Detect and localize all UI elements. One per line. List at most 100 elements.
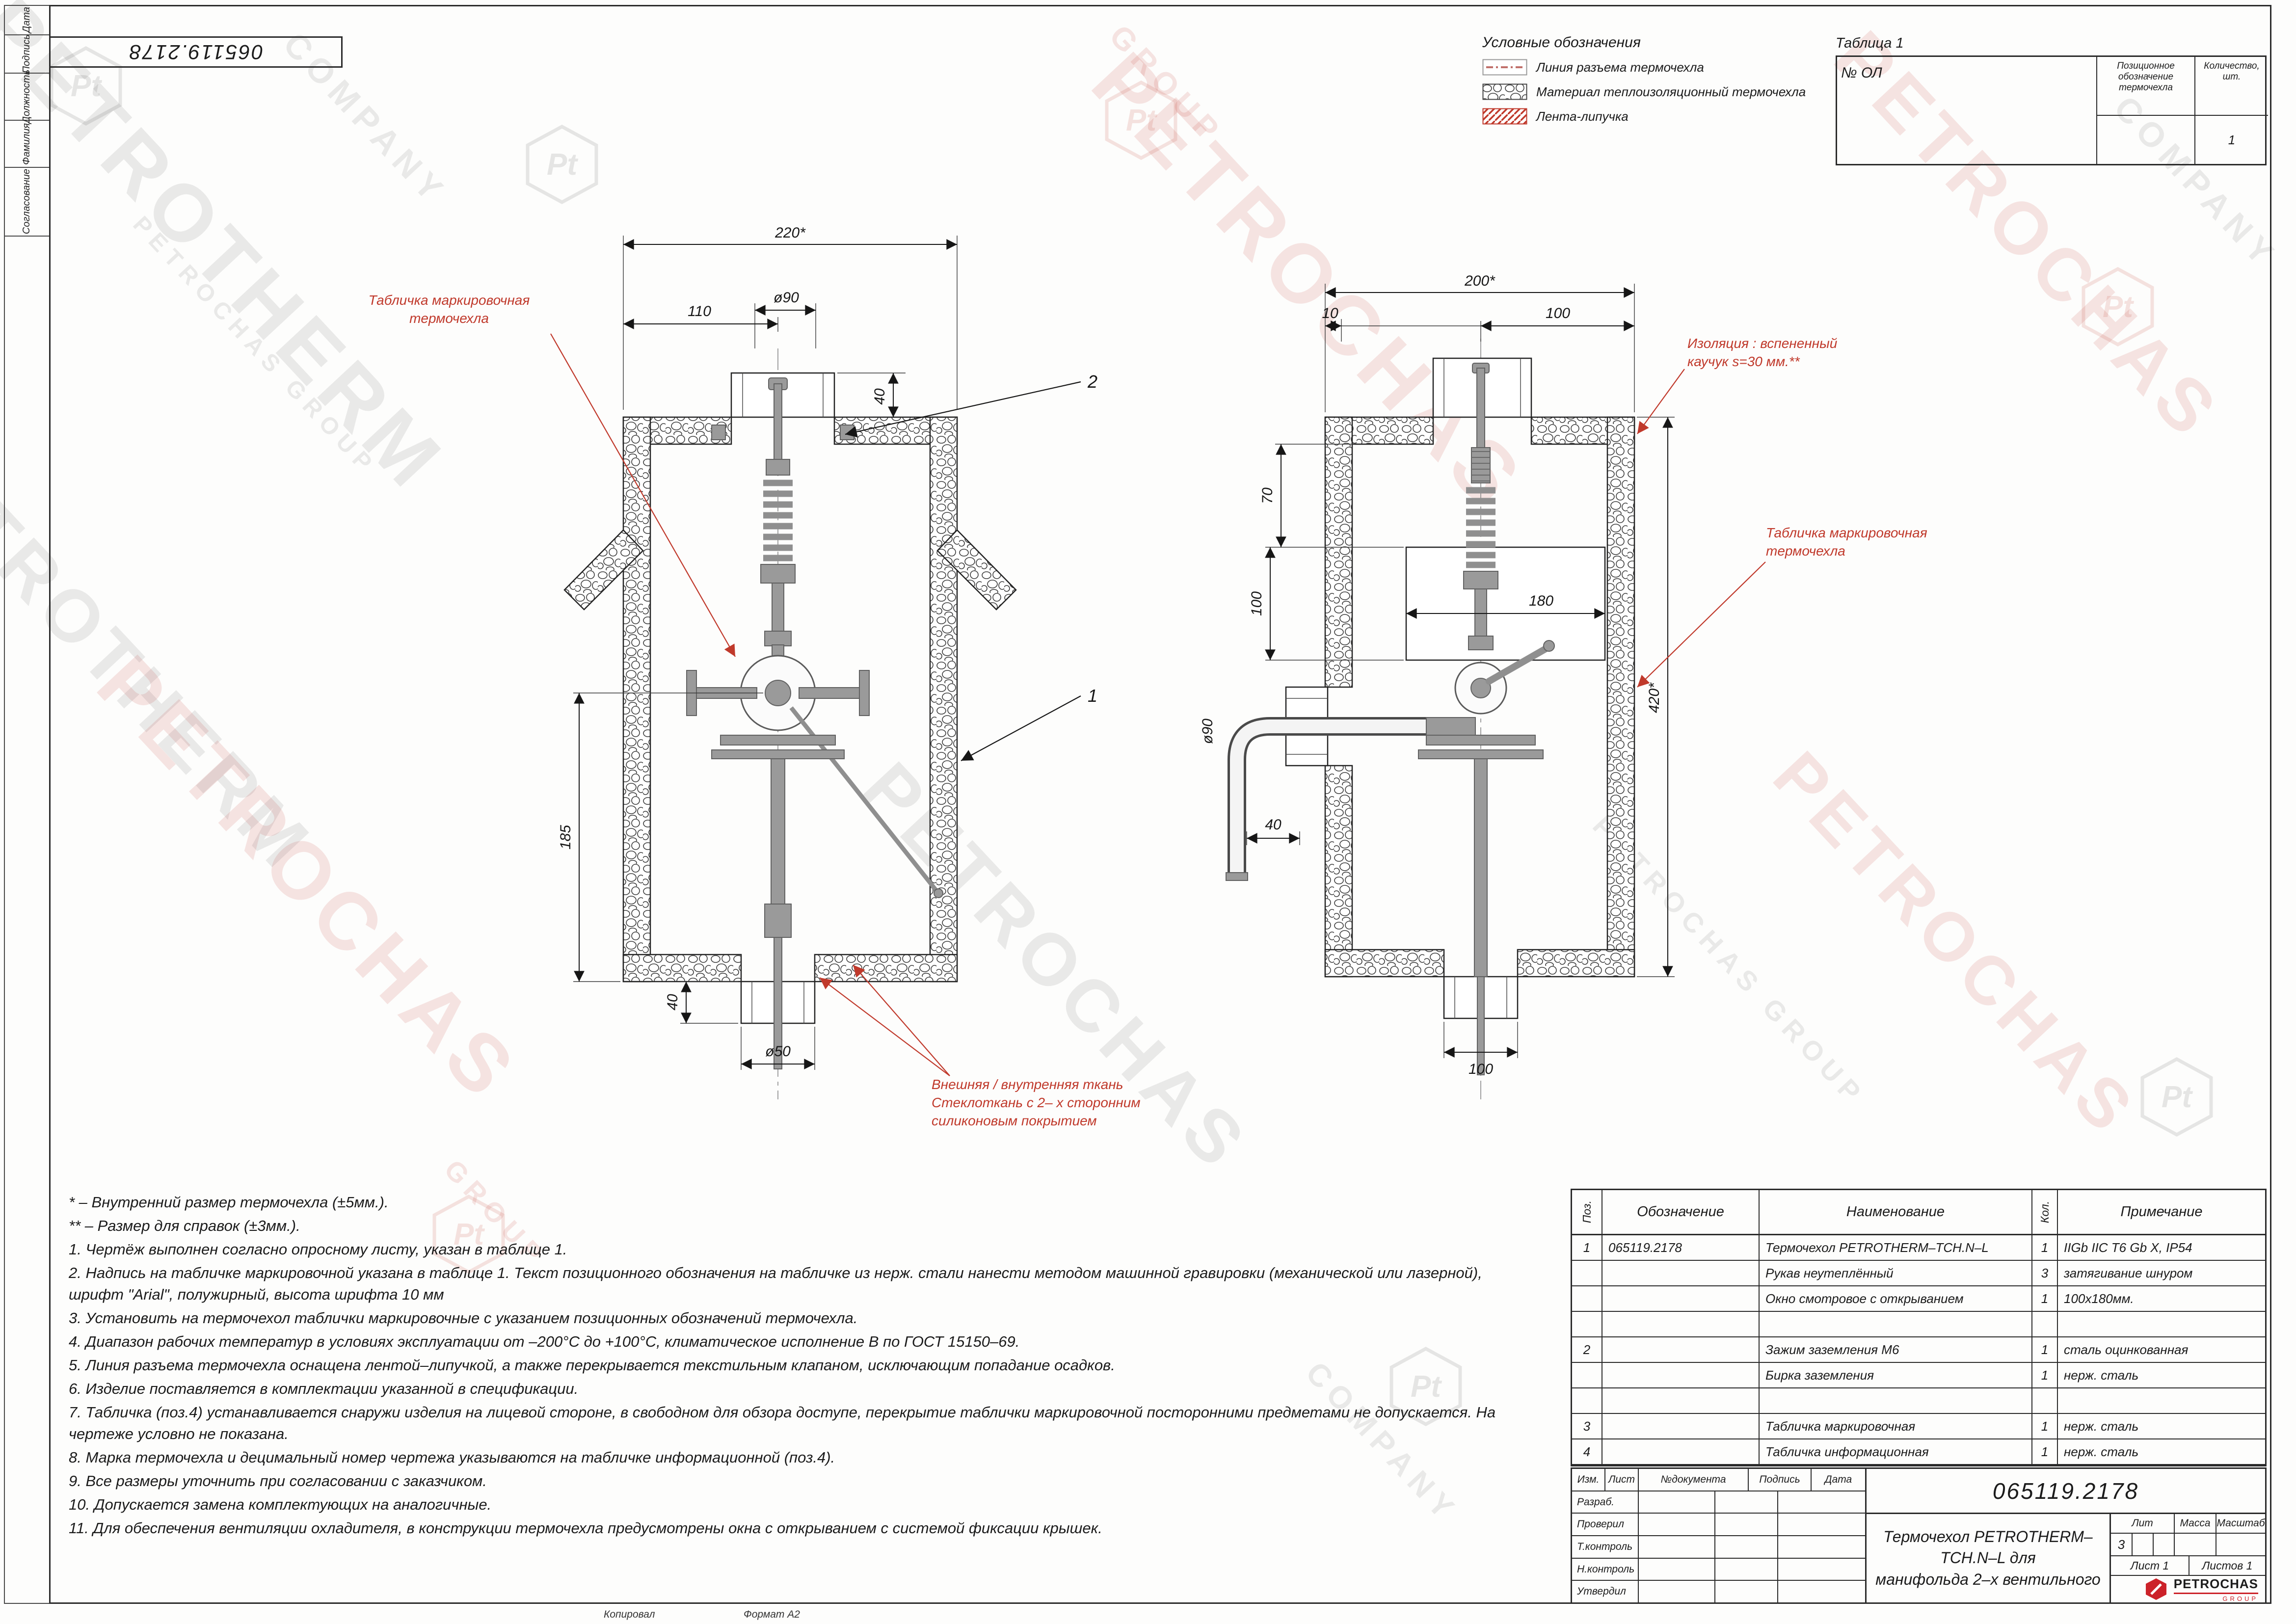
legend-item-seam-line: Линия разъема термочехла: [1482, 59, 1826, 76]
legend-item-velcro: Лента-липучка: [1482, 108, 1826, 125]
spec-cell: IIGb IIC T6 Gb X, IP54: [2058, 1235, 2265, 1261]
empty-cell: [1715, 1491, 1778, 1513]
note-2: 2. Надпись на табличке маркировочной ука…: [69, 1264, 1482, 1304]
note-7: 7. Табличка (поз.4) устанавливается снар…: [69, 1404, 1496, 1443]
empty-cell: [1715, 1581, 1778, 1603]
left-view-drawing: 220* ø90 110 40 185 40 ø50 2 1: [550, 225, 1097, 1099]
dimensions-right-view: 200* 10 100 70 100 180 420* ø90 40 100: [1200, 273, 1675, 1077]
empty-cell: [1715, 1514, 1778, 1536]
spec-cell: затягивание шнуром: [2058, 1261, 2265, 1286]
spec-cell: 1: [1572, 1235, 1602, 1261]
empty-cell: [1778, 1536, 1865, 1558]
spec-cell: [1602, 1337, 1760, 1363]
side-outlet-duct: [1285, 686, 1329, 767]
specification-table: Поз. Обозначение Наименование Кол. Приме…: [1571, 1189, 2267, 1466]
note-11: 11. Для обеспечения вентиляции охладител…: [69, 1519, 1102, 1537]
approval-strip: Дата Подпись Должность Фамилия Согласова…: [4, 5, 49, 1604]
strip-label-approval: Согласование: [21, 169, 32, 235]
velcro-symbol: [1482, 108, 1527, 125]
logo-name: PETROCHAS: [2173, 1576, 2258, 1594]
drawing-title: Термочехол PETROTHERM–TCH.N–L для манифо…: [1867, 1514, 2111, 1602]
spec-cell: [1602, 1286, 1760, 1312]
row-razrab-label: Разраб.: [1572, 1491, 1639, 1513]
cooling-fins: [1466, 487, 1495, 568]
flange: [1418, 749, 1544, 759]
empty-cell: [1639, 1491, 1715, 1513]
threaded-section: [1471, 451, 1490, 481]
legend-item-insulation-material: Материал теплоизоляционный термочехла: [1482, 83, 1826, 100]
title-block: Изм. Лист №документа Подпись Дата Разраб…: [1571, 1467, 2267, 1604]
company-logo: PETROCHAS GROUP: [2111, 1576, 2265, 1602]
insulated-enclosure: [563, 372, 1017, 1024]
logo-text: PETROCHAS GROUP: [2173, 1576, 2258, 1602]
top-outlet-duct: [730, 372, 835, 418]
petrochas-emblem-icon: [2145, 1578, 2166, 1600]
pt-hexagon-watermark: Pt: [520, 123, 604, 206]
dim-label-70: 70: [1259, 487, 1276, 504]
spec-header-name: Наименование: [1760, 1190, 2032, 1235]
spec-cell: 2: [1572, 1337, 1602, 1363]
note-1: 1. Чертёж выполнен согласно опросному ли…: [69, 1241, 567, 1258]
dim-label-220: 220*: [774, 225, 806, 241]
format-label: Формат А2: [744, 1609, 800, 1620]
mass-label: Масса: [2175, 1514, 2216, 1533]
sheet-number: Лист 1: [2111, 1556, 2189, 1575]
spec-cell: [2058, 1388, 2265, 1414]
empty-cell: [1639, 1536, 1715, 1558]
row-nkontrol-label: Н.контроль: [1572, 1558, 1639, 1580]
spec-cell: Бирка заземления: [1760, 1363, 2032, 1388]
dim-label-40-top: 40: [872, 388, 888, 405]
dim-label-100-top: 100: [1546, 305, 1570, 321]
spec-cell: Окно смотровое с открыванием: [1760, 1286, 2032, 1312]
bottom-outlet-duct: [740, 981, 816, 1024]
table-1-grid: № ОЛ Позиционное обозначение термочехла …: [1836, 55, 2268, 165]
clamp: [840, 425, 854, 440]
strip-label-date: Дата: [21, 6, 32, 33]
title-block-revision-grid: Изм. Лист №документа Подпись Дата Разраб…: [1572, 1469, 1867, 1603]
legend-label: Лента-липучка: [1536, 108, 1629, 124]
copied-label: Копировал: [604, 1609, 655, 1620]
drain-lever: [789, 706, 940, 895]
row-proveril: Проверил: [1572, 1514, 1865, 1537]
pt-monogram: Pt: [547, 148, 578, 182]
pt-monogram: Pt: [2162, 1080, 2193, 1114]
spec-cell: нерж. сталь: [2058, 1439, 2265, 1465]
spec-cell: 100х180мм.: [2058, 1286, 2265, 1312]
row-utverdil: Утвердил: [1572, 1581, 1865, 1603]
left-vent-flap: [563, 529, 644, 611]
spec-cell: 1: [2032, 1337, 2058, 1363]
table-1-pos-header: Позиционное обозначение термочехла: [2096, 57, 2194, 115]
meta-value-row: 3: [2111, 1534, 2265, 1556]
dim-label-100-window: 100: [1249, 591, 1265, 616]
strip-box-name: Фамилия: [4, 121, 49, 168]
spec-header-note: Примечание: [2058, 1190, 2265, 1235]
spec-cell: 1: [2032, 1363, 2058, 1388]
callout-2: 2: [1087, 372, 1097, 392]
cooling-fins: [763, 479, 793, 561]
note-8: 8. Марка термочехла и децимальный номер …: [69, 1449, 835, 1466]
valve-handle: [1486, 643, 1552, 685]
top-outlet-duct: [1432, 357, 1532, 418]
spec-header-qty-label: Кол.: [2038, 1200, 2051, 1224]
spec-cell: Табличка маркировочная: [1760, 1414, 2032, 1439]
empty-cell: [1715, 1536, 1778, 1558]
watermark-petrotherm: PETROTHERM: [0, 0, 462, 507]
dimensions-left-view: 220* ø90 110 40 185 40 ø50: [558, 225, 958, 1070]
seam-line-symbol: [1482, 59, 1527, 76]
dim-label-185: 185: [558, 825, 574, 850]
row-nkontrol: Н.контроль: [1572, 1558, 1865, 1581]
row-tkontrol-label: Т.контроль: [1572, 1536, 1639, 1558]
col-sign: Подпись: [1749, 1469, 1812, 1491]
impulse-pipe: [1226, 717, 1476, 881]
watermark-petrochas: PETROCHAS: [1759, 737, 2152, 1150]
pt-hexagon-watermark: Pt: [1099, 79, 1183, 162]
col-date: Дата: [1824, 1473, 1852, 1485]
strip-label-position: Должность: [21, 70, 32, 124]
marking-plate-label: Табличка маркировочная термочехла: [1766, 525, 1927, 559]
spec-cell: нерж. сталь: [2058, 1414, 2265, 1439]
insulation-label: Изоляция : вспененный каучук s=30 мм.**: [1687, 336, 1838, 369]
callouts: 2 1: [845, 372, 1097, 761]
dim-label-110: 110: [688, 303, 711, 319]
table-1-qty-value: 1: [2194, 115, 2268, 164]
sheet-row: Лист 1 Листов 1: [2111, 1556, 2265, 1576]
